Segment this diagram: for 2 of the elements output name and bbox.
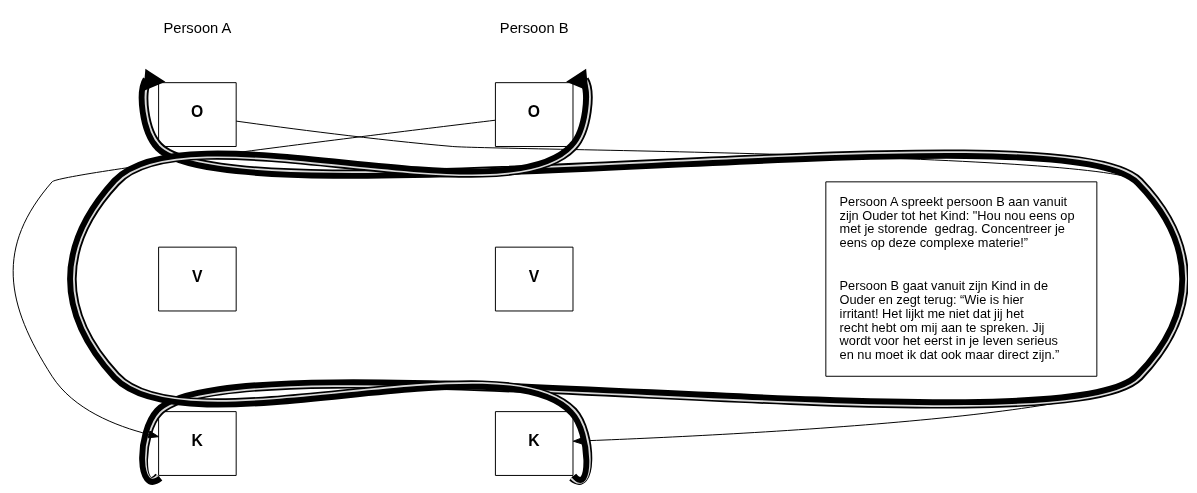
- label: Persoon B: [499, 20, 569, 37]
- label: Persoon A: [163, 20, 232, 37]
